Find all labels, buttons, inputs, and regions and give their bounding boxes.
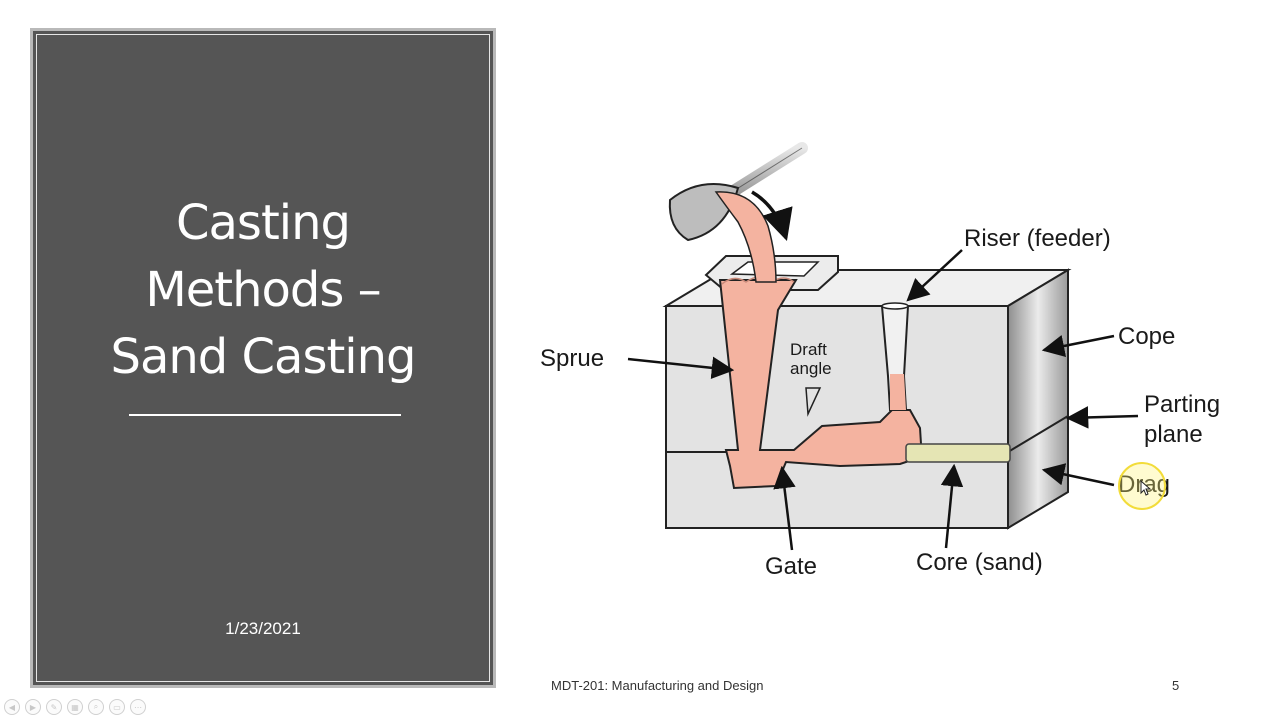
more-options-icon[interactable]: ⋯ <box>130 699 146 715</box>
draft-angle-label-1: Draft <box>790 340 827 359</box>
mold-front-face <box>665 305 1009 529</box>
mold-side-face <box>1007 268 1069 530</box>
parting-plane-label-2: plane <box>1144 421 1203 448</box>
title-panel-frame: Casting Methods – Sand Casting 1/23/2021 <box>36 34 490 682</box>
title-panel: Casting Methods – Sand Casting 1/23/2021 <box>30 28 496 688</box>
cope-arrow <box>1041 334 1115 358</box>
drag-arrow <box>1041 463 1115 487</box>
cope-label: Cope <box>1118 323 1175 350</box>
title-line-1: Casting <box>176 195 351 251</box>
parting-line-side <box>1007 415 1069 453</box>
mouse-pointer-icon <box>1140 480 1152 496</box>
slides-icon[interactable]: ▦ <box>67 699 83 715</box>
next-arrow-icon[interactable]: ▶ <box>25 699 41 715</box>
core-arrow <box>940 463 964 549</box>
zoom-icon[interactable]: ⌕ <box>88 699 104 715</box>
slide-title: Casting Methods – Sand Casting <box>37 190 489 391</box>
riser-arrow <box>906 249 963 302</box>
core-label: Core (sand) <box>916 549 1043 576</box>
gate-arrow <box>773 465 796 551</box>
slide-date: 1/23/2021 <box>225 619 301 638</box>
title-line-3: Sand Casting <box>110 329 416 385</box>
subtitles-icon[interactable]: ▭ <box>109 699 125 715</box>
pouring-stream <box>714 191 777 283</box>
title-underline <box>129 414 401 416</box>
slide-footer: MDT-201: Manufacturing and Design <box>551 678 764 693</box>
pen-icon[interactable]: ✎ <box>46 699 62 715</box>
title-line-2: Methods – <box>145 262 381 318</box>
sand-casting-diagram: Riser (feeder) Cope Sprue Draft angle Pa… <box>540 142 1220 580</box>
parting-plane-label-1: Parting <box>1144 391 1220 418</box>
riser-opening <box>881 302 909 310</box>
pour-direction-arrow <box>751 190 793 242</box>
sprue-label: Sprue <box>540 345 604 372</box>
riser-metal <box>890 374 906 410</box>
cursor-highlight <box>1118 462 1166 510</box>
parting-plane-arrow <box>1065 406 1139 429</box>
sprue-arrow <box>627 356 735 380</box>
draft-angle-mark <box>805 387 822 417</box>
sand-core <box>905 443 1011 463</box>
gate-label: Gate <box>765 553 817 580</box>
riser-label: Riser (feeder) <box>964 225 1111 252</box>
slide-number: 5 <box>1172 678 1180 693</box>
draft-angle-label-2: angle <box>790 359 832 378</box>
prev-arrow-icon[interactable]: ◀ <box>4 699 20 715</box>
presentation-controls: ◀ ▶ ✎ ▦ ⌕ ▭ ⋯ <box>4 699 146 715</box>
